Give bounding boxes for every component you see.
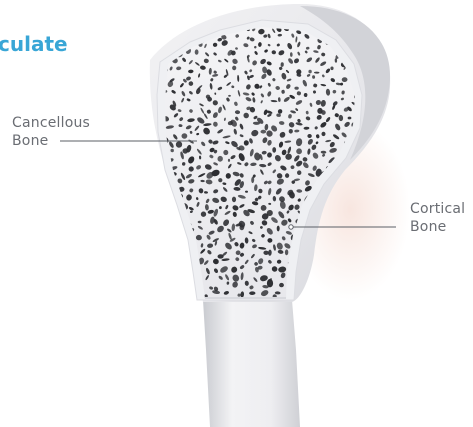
pore (155, 218, 160, 225)
pore (160, 277, 163, 281)
pore (163, 185, 169, 192)
pore (148, 163, 154, 170)
pore (159, 178, 164, 187)
pore (178, 282, 181, 287)
pore (159, 245, 165, 253)
pore (158, 227, 165, 234)
pore (153, 29, 156, 32)
pore (180, 229, 185, 234)
pore (167, 194, 172, 200)
pore (169, 218, 175, 224)
pore (267, 279, 273, 287)
pore (163, 283, 170, 290)
pore (163, 234, 170, 242)
pore (279, 283, 284, 287)
pore (272, 147, 276, 153)
pore (170, 213, 174, 217)
pore (312, 291, 317, 297)
pore (289, 129, 293, 134)
pore (149, 226, 156, 234)
pore (285, 173, 289, 178)
pore (176, 248, 184, 253)
pore (150, 157, 154, 163)
pore (154, 252, 160, 258)
pore (159, 170, 165, 176)
pore (151, 277, 160, 285)
pore (148, 232, 156, 240)
pore (172, 236, 177, 241)
pore (261, 130, 267, 134)
pore (151, 174, 159, 180)
cortical-leader-dot (289, 225, 293, 229)
pore (151, 201, 158, 208)
pore (177, 269, 185, 274)
pore (169, 294, 177, 299)
pore (163, 256, 170, 263)
pore (159, 34, 162, 37)
pore (228, 159, 230, 162)
pore (162, 213, 171, 220)
pore (157, 290, 161, 294)
pore (186, 293, 192, 298)
pore (151, 208, 157, 214)
pore (158, 29, 164, 35)
pore (190, 285, 194, 290)
pore (155, 148, 161, 155)
pore (152, 188, 160, 195)
pore (172, 274, 179, 280)
pore (157, 217, 167, 226)
pore (159, 288, 165, 295)
pore (181, 237, 187, 243)
pore (159, 267, 164, 273)
pore (181, 245, 186, 249)
pore (178, 255, 186, 265)
pore (150, 193, 157, 200)
pore (154, 245, 158, 250)
pore (171, 241, 178, 248)
bone-shaft (203, 300, 300, 427)
pore (159, 249, 165, 254)
pore (160, 198, 164, 201)
pore (151, 284, 157, 292)
pore (155, 260, 158, 264)
pore (154, 44, 157, 47)
pore (182, 273, 188, 280)
pore (307, 290, 312, 294)
pore (167, 259, 173, 265)
pore (172, 25, 177, 30)
pore (308, 285, 314, 291)
pore (176, 288, 182, 295)
pore (167, 264, 173, 272)
pore (159, 200, 164, 207)
pore (169, 282, 175, 289)
pore (155, 178, 159, 181)
pore (181, 29, 184, 31)
pore (168, 229, 174, 232)
pore (154, 37, 158, 41)
pore (171, 251, 176, 258)
pore (151, 269, 157, 276)
